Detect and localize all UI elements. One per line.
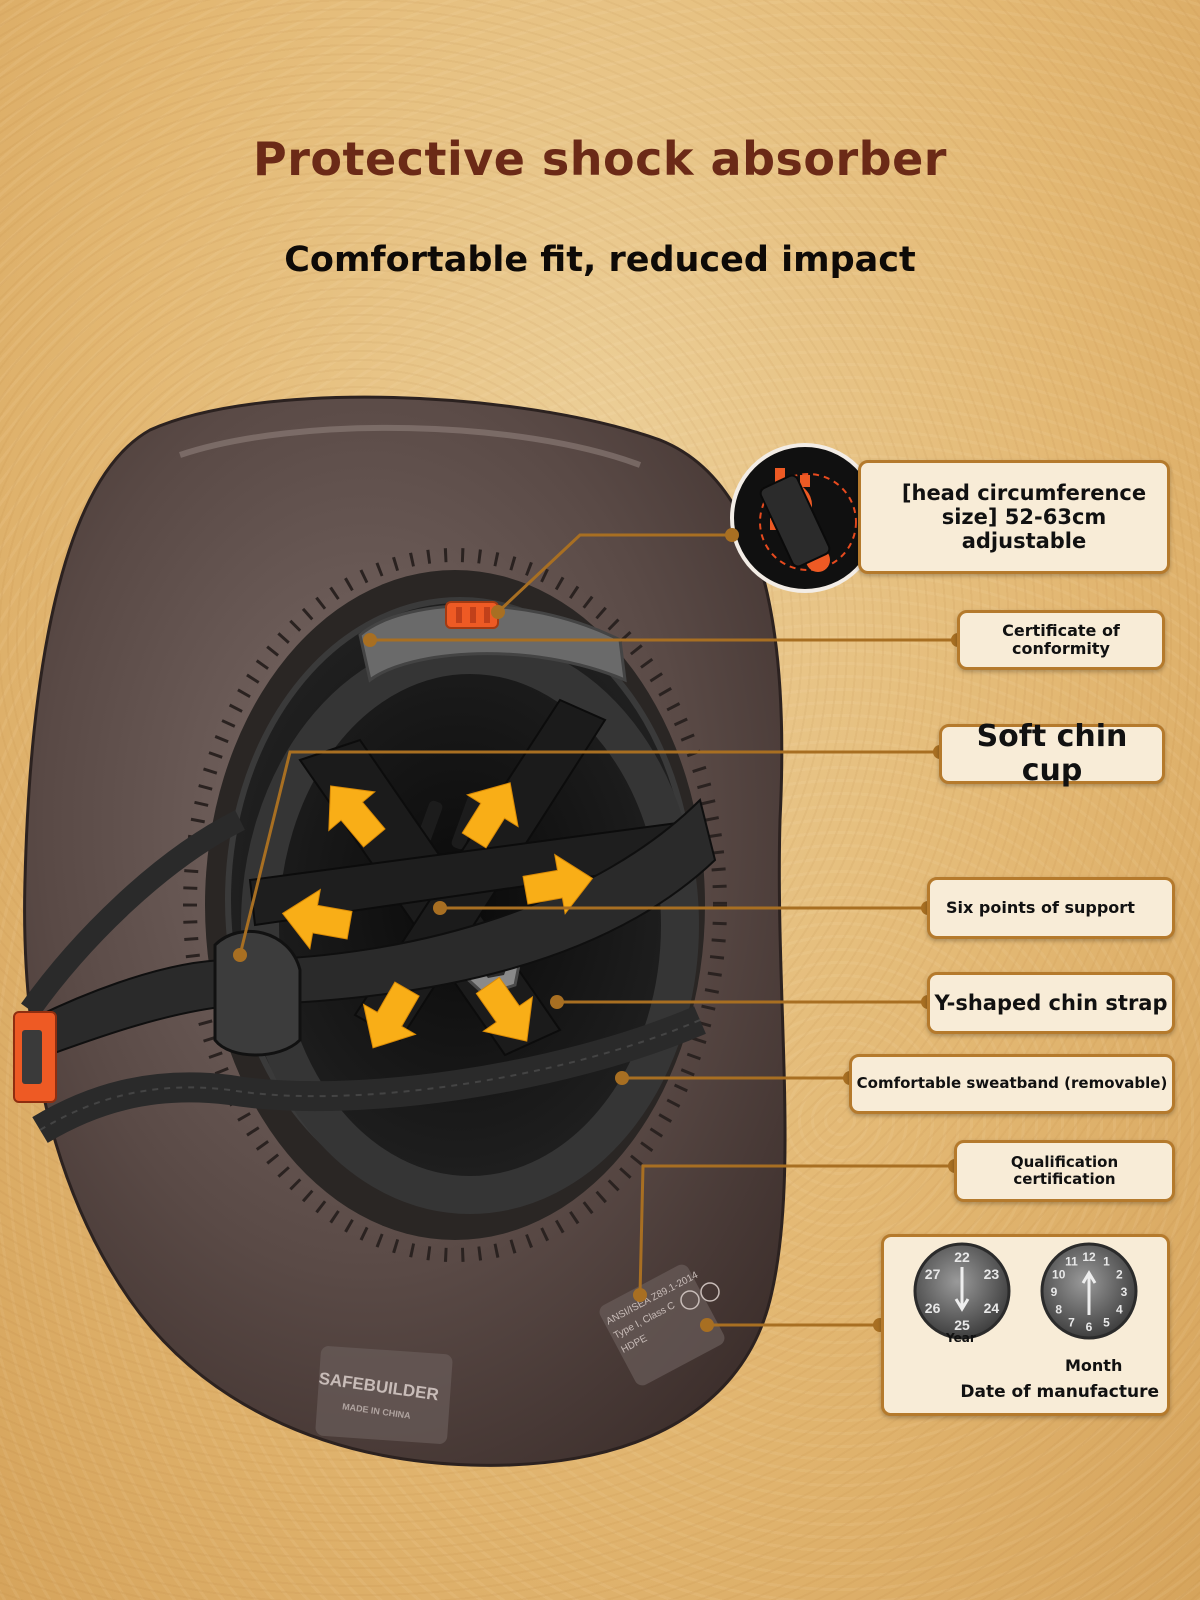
callout-sweatband: Comfortable sweatband (removable) — [849, 1054, 1175, 1114]
dial-number: 11 — [1065, 1255, 1078, 1269]
chin-cup — [213, 929, 302, 1057]
year-dial-arrow-icon — [954, 1267, 970, 1312]
dial-number: 25 — [954, 1317, 970, 1333]
date-of-manufacture-label: Date of manufacture — [960, 1382, 1159, 1402]
year-label: Year — [946, 1331, 976, 1345]
dial-number: 1 — [1103, 1255, 1110, 1269]
callout-support: Six points of support — [927, 877, 1175, 939]
callout-chin-strap: Y-shaped chin strap — [927, 972, 1175, 1034]
dial-number: 6 — [1086, 1320, 1093, 1334]
dial-number: 22 — [954, 1249, 970, 1265]
callout-certificate: Certificate of conformity — [957, 610, 1165, 670]
headband-top — [358, 604, 627, 683]
down-left-arrow-icon — [362, 981, 420, 1049]
dial-number: 8 — [1055, 1303, 1062, 1317]
dial-number: 9 — [1051, 1285, 1058, 1299]
dial-number: 12 — [1082, 1250, 1096, 1264]
page-subtitle: Comfortable fit, reduced impact — [284, 240, 916, 280]
callout-head-size: [head circumference size] 52-63cm adjust… — [858, 460, 1170, 574]
dial-number: 24 — [984, 1300, 1000, 1316]
dial-number: 23 — [984, 1266, 1000, 1282]
dial-number: 7 — [1068, 1315, 1075, 1329]
dial-number: 2 — [1116, 1268, 1123, 1282]
dial-number: 10 — [1052, 1268, 1066, 1282]
callout-qualification: Qualification certification — [954, 1140, 1175, 1202]
down-right-arrow-icon — [475, 976, 534, 1042]
brand-plaque — [315, 1346, 453, 1444]
month-dial-arrow-icon — [1081, 1270, 1097, 1315]
dial-number: 27 — [925, 1266, 941, 1282]
callout-chin-cup: Soft chin cup — [939, 719, 1165, 788]
dial-number: 4 — [1116, 1303, 1123, 1317]
page-title: Protective shock absorber — [253, 132, 947, 186]
dial-number: 26 — [925, 1300, 941, 1316]
month-label: Month — [1065, 1356, 1123, 1375]
dial-number: 5 — [1103, 1315, 1110, 1329]
dial-number: 3 — [1121, 1285, 1128, 1299]
